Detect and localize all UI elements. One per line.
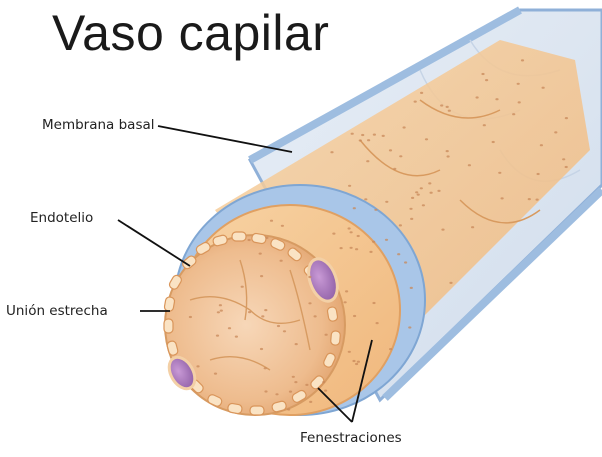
label-fenestraciones: Fenestraciones — [300, 430, 402, 446]
diagram-title: Vaso capilar — [52, 5, 330, 61]
label-endotelio: Endotelio — [30, 210, 94, 226]
leader-lines — [117, 125, 373, 423]
leader-membrana-basal — [157, 125, 293, 153]
fenestration-dots — [188, 59, 569, 411]
leader-endotelio — [117, 219, 191, 267]
tight-junction-beads — [163, 231, 341, 416]
leader-fenestraciones-2 — [351, 339, 373, 423]
label-union-estrecha: Unión estrecha — [6, 303, 108, 319]
leader-fenestraciones-1 — [317, 387, 353, 423]
label-membrana-basal: Membrana basal — [42, 117, 155, 133]
cell-boundaries — [189, 259, 311, 371]
nucleus-upper — [307, 257, 339, 303]
nucleus-lower — [167, 355, 197, 391]
